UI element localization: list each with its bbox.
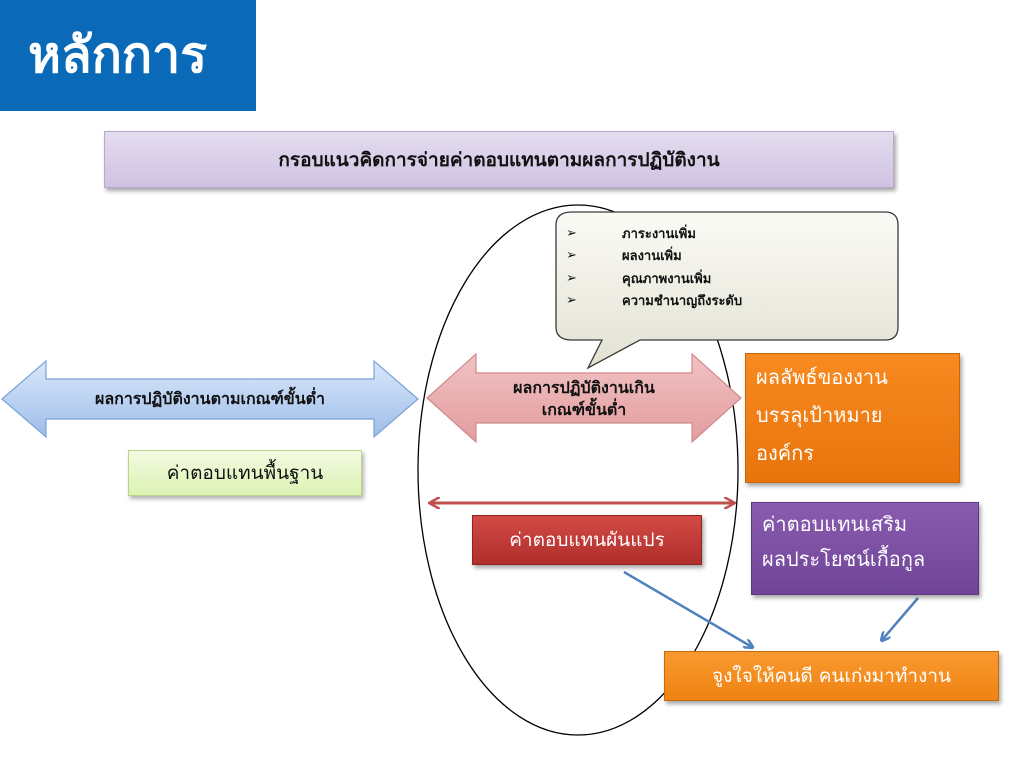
callout-item: ➢ ความชำนาญถึงระดับ — [566, 293, 743, 310]
base-pay-box: ค่าตอบแทนพื้นฐาน — [128, 450, 362, 496]
connector-arrow-variable — [623, 570, 752, 647]
arrow-bullet-icon: ➢ — [566, 248, 577, 264]
above-minimum-arrow — [426, 352, 742, 444]
variable-pay-box: ค่าตอบแทนผันแปร — [472, 515, 702, 565]
framework-header: กรอบแนวคิดการจ่ายค่าตอบแทนตามผลการปฏิบัต… — [104, 131, 894, 188]
arrow-bullet-icon: ➢ — [566, 293, 577, 309]
org-result-box: ผลลัพธ์ของงาน บรรลุเป้าหมาย องค์กร — [745, 353, 960, 483]
callout-list: ➢ ภาระงานเพิ่ม ➢ ผลงานเพิ่ม ➢ คุณภาพงานเ… — [566, 222, 886, 342]
callout-bubble — [555, 211, 899, 370]
arrow-bullet-icon: ➢ — [566, 225, 577, 241]
scope-ellipse — [417, 204, 739, 736]
fringe-benefit-box: ค่าตอบแทนเสริม ผลประโยชน์เกื้อกูล — [751, 502, 979, 595]
connector-arrow-benefit — [882, 597, 919, 640]
above-minimum-label: ผลการปฏิบัติงานเกิน เกณฑ์ขั้นต่ำ — [513, 377, 655, 419]
minimum-performance-arrow — [1, 359, 419, 439]
slide-title: หลักการ — [0, 0, 256, 111]
callout-item: ➢ ภาระงานเพิ่ม — [566, 225, 696, 242]
motivation-box: จูงใจให้คนดี คนเก่งมาทำงาน — [664, 651, 999, 701]
callout-item: ➢ คุณภาพงานเพิ่ม — [566, 270, 712, 287]
callout-item: ➢ ผลงานเพิ่ม — [566, 248, 682, 265]
arrow-bullet-icon: ➢ — [566, 270, 577, 286]
minimum-performance-label: ผลการปฏิบัติงานตามเกณฑ์ขั้นต่ำ — [94, 388, 326, 408]
